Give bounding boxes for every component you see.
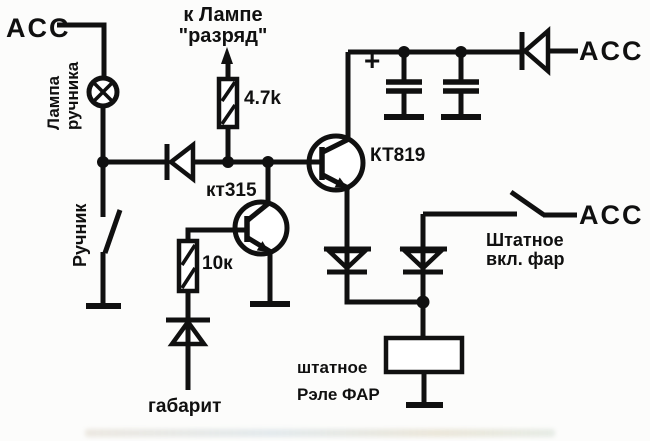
diode-top-right-icon: [521, 26, 551, 76]
transistor-kt315-label: кт315: [206, 180, 257, 201]
handbrake-lamp-label-line2: ручника: [63, 61, 82, 130]
stock-relay-label-line2: Рэле ФАР: [297, 385, 380, 404]
stock-switch-label-line2: вкл. фар: [486, 249, 565, 269]
junction-dot: [416, 295, 430, 309]
wires: [57, 22, 578, 404]
to-discharge-lamp-label-line1: к Лампе: [183, 4, 263, 26]
junction-dot: [398, 46, 410, 58]
junction-dot: [222, 156, 234, 168]
junction-dot: [455, 46, 467, 58]
junction-dot: [97, 156, 109, 168]
acc-terminal-mid-right: ACC: [579, 200, 644, 230]
junction-dots: [97, 46, 467, 309]
resistor-4k7-value: 4.7k: [244, 88, 281, 109]
resistor-10k-value: 10к: [202, 253, 233, 274]
polarity-plus-sign: +: [364, 45, 381, 76]
lamp-cross-and-hatch: [91, 80, 237, 289]
handbrake-lamp-label-line1: Лампа: [44, 75, 63, 130]
acc-terminal-top-right: ACC: [579, 36, 644, 66]
kt819-emitter-arrow-icon: [334, 177, 347, 188]
blurred-watermark-band: [85, 429, 555, 437]
arrowheads: [221, 47, 347, 252]
relay-coil-icon: [383, 335, 465, 375]
to-discharge-lamp-label-line2: "разряд": [178, 25, 268, 47]
acc-terminal-top-left: ACC: [6, 13, 71, 43]
transistor-kt819-label: КТ819: [370, 145, 426, 166]
ground-bars: [86, 114, 481, 408]
arrow-up-icon: [221, 47, 233, 64]
stock-switch-label-line1: Штатное: [486, 230, 564, 250]
stock-relay-label-line1: штатное: [297, 358, 368, 377]
sidelight-label: габарит: [148, 396, 222, 417]
kt315-emitter-arrow-icon: [256, 241, 269, 252]
junction-dot: [262, 156, 274, 168]
diode-left-icon: [167, 140, 196, 184]
handbrake-switch-label: Ручник: [70, 203, 90, 267]
base-bars-and-cap-plates: [244, 79, 479, 242]
